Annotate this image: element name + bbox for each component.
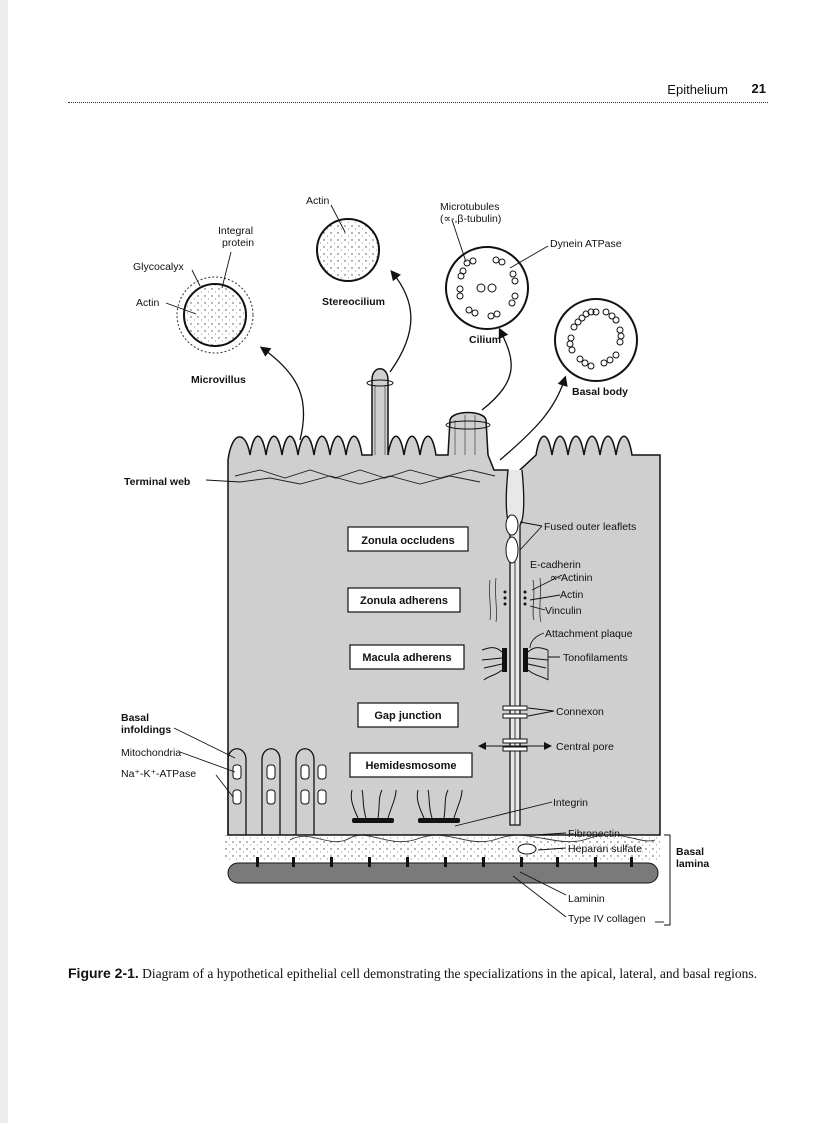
cilium-cross-section: [445, 246, 529, 330]
basal-body-cross-section: [554, 298, 638, 382]
heparan-blob: [517, 843, 537, 855]
figure-caption: Figure 2-1. Diagram of a hypothetical ep…: [68, 965, 768, 982]
header-rule: [68, 102, 768, 103]
box-gap-junction: Gap junction: [357, 702, 459, 728]
leader-lines: [165, 204, 664, 923]
box-zonula-adherens: Zonula adherens: [347, 587, 461, 613]
stereocilium-shaft: [374, 385, 386, 455]
label-central-pore: Central pore: [556, 741, 614, 753]
label-microtubules-2: (∝-,β-tubulin): [440, 213, 501, 225]
callout-arrows: [259, 269, 568, 461]
box-hemidesmosome: Hemidesmosome: [349, 752, 473, 778]
label-mitochondria: Mitochondria: [121, 747, 181, 759]
label-terminal-web: Terminal web: [124, 476, 190, 488]
label-basal-body: Basal body: [572, 386, 628, 398]
page-edge: [0, 0, 8, 1123]
lamina-densa: [227, 862, 659, 884]
label-atpase: Na⁺-K⁺-ATPase: [121, 768, 196, 780]
gap-junction-label: Gap junction: [374, 710, 442, 722]
microvillus-cross-section: [176, 276, 254, 354]
label-basal-infoldings-2: infoldings: [121, 724, 171, 736]
lamina-lucida: [225, 835, 660, 862]
label-basal-lamina-1: Basal: [676, 846, 704, 858]
hemidesmosome-detail: [350, 789, 463, 823]
label-heparan: Heparan sulfate: [568, 843, 642, 855]
label-attachment: Attachment plaque: [545, 628, 633, 640]
label-actin-mv: Actin: [136, 297, 160, 309]
basal-infoldings: [227, 748, 327, 835]
label-fused: Fused outer leaflets: [544, 521, 636, 533]
label-laminin: Laminin: [568, 893, 605, 905]
label-microtubules-1: Microtubules: [440, 201, 500, 213]
label-ecadherin: E-cadherin: [530, 559, 581, 571]
terminal-web: [234, 469, 496, 485]
label-fibronectin: Fibronectin: [568, 828, 620, 840]
epithelial-cell-diagram: Zonula occludens Zonula adherens Macula …: [121, 195, 709, 926]
collagen-markers: [256, 857, 633, 867]
label-basal-lamina-2: lamina: [676, 858, 709, 870]
label-vinculin: Vinculin: [545, 605, 582, 617]
label-basal-infoldings-1: Basal: [121, 712, 149, 724]
label-actin-top: Actin: [306, 195, 330, 207]
label-actin-zone: Actin: [560, 589, 584, 601]
label-stereocilium: Stereocilium: [322, 296, 385, 308]
label-integrin: Integrin: [553, 797, 588, 809]
label-glycocalyx: Glycocalyx: [133, 261, 185, 273]
label-microvillus: Microvillus: [191, 374, 246, 386]
gap-junction-detail: [502, 705, 528, 752]
label-connexon: Connexon: [556, 706, 604, 718]
page-number: 21: [751, 81, 766, 96]
stereocilium-cross-section: [316, 218, 380, 282]
label-actinin: ∝-Actinin: [550, 572, 593, 584]
hemidesmosome-label: Hemidesmosome: [365, 760, 456, 772]
tight-junction-2: [505, 536, 519, 564]
figure-number: Figure 2-1.: [68, 965, 139, 981]
stereocilium-ring: [366, 379, 394, 387]
running-title: Epithelium: [667, 82, 728, 97]
fibronectin-strand: [289, 834, 656, 843]
tight-junction-1: [505, 514, 519, 536]
desmosome: [481, 647, 549, 681]
cilium-ring: [445, 420, 491, 430]
label-cilium: Cilium: [469, 334, 501, 346]
zonula-adherens-label: Zonula adherens: [360, 595, 448, 607]
caption-text: Diagram of a hypothetical epithelial cel…: [142, 966, 757, 981]
label-tonofilaments: Tonofilaments: [563, 652, 628, 664]
box-macula-adherens: Macula adherens: [349, 644, 465, 670]
label-integral-1: Integral: [218, 225, 253, 237]
lamina-bracket: [664, 834, 671, 926]
zonula-occludens-label: Zonula occludens: [361, 535, 455, 547]
running-header: Epithelium 21: [68, 78, 768, 106]
label-dynein: Dynein ATPase: [550, 238, 622, 250]
label-collagen: Type IV collagen: [568, 913, 646, 925]
macula-adherens-label: Macula adherens: [362, 652, 451, 664]
label-integral-2: protein: [222, 237, 254, 249]
adherens-dots: [489, 577, 542, 623]
box-zonula-occludens: Zonula occludens: [347, 526, 469, 552]
